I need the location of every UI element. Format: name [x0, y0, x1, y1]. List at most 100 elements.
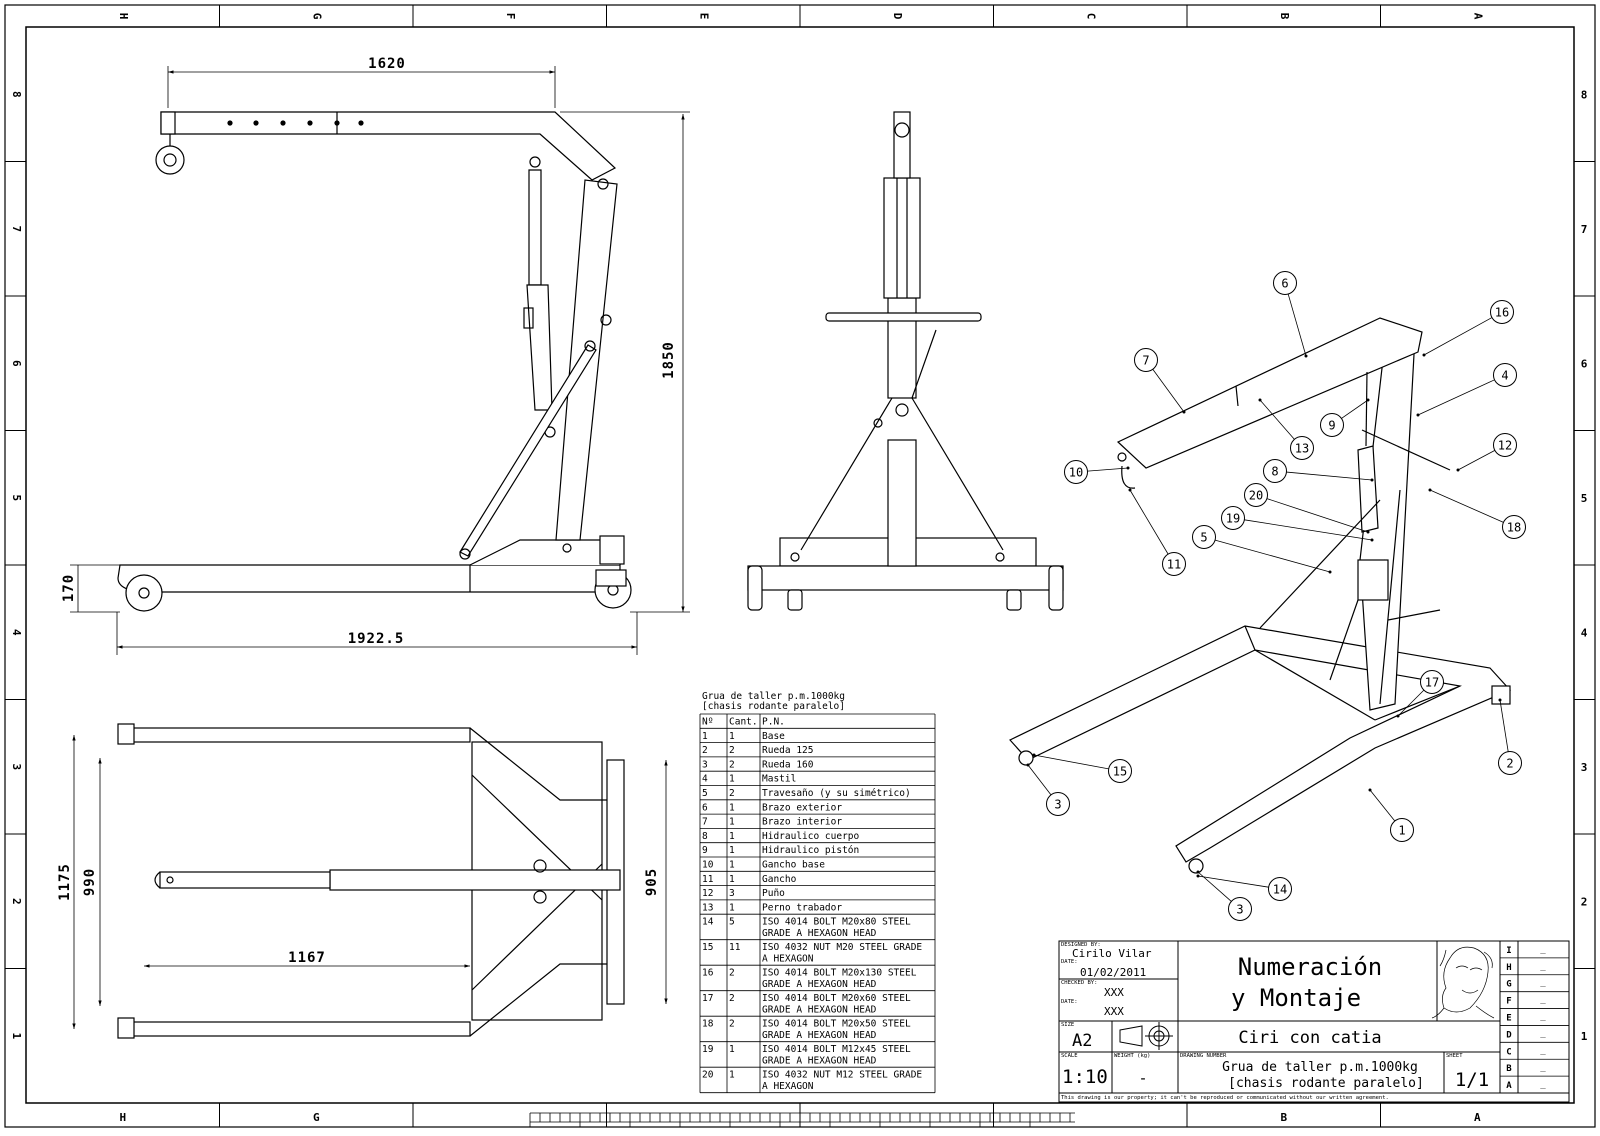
front-view: [747, 111, 1064, 611]
balloon: [1290, 436, 1314, 460]
scale-value: 1:10: [1062, 1066, 1108, 1088]
grid-col-top: E: [697, 13, 710, 20]
grid-row-right: 3: [1581, 761, 1588, 774]
grid-row-left: 4: [10, 629, 23, 636]
bom-cell-part: Rueda 160: [762, 759, 814, 770]
bom-cell-part: GRADE A HEXAGON HEAD: [762, 1056, 877, 1067]
designed-by-value: Cirilo Vilar: [1072, 947, 1152, 960]
revision-letter: A: [1506, 1081, 1512, 1091]
grid-row-right: 7: [1581, 223, 1588, 236]
projection-symbol-icon: [1119, 1022, 1173, 1050]
revision-letter: C: [1506, 1047, 1511, 1057]
bom-cell-part: Puño: [762, 888, 785, 899]
revision-letter: E: [1506, 1014, 1511, 1024]
grid-row-right: 6: [1581, 357, 1588, 370]
bom-cell-qty: 2: [729, 745, 735, 756]
checked-by-label: CHECKED BY:: [1061, 980, 1097, 986]
bom-cell-part: GRADE A HEXAGON HEAD: [762, 979, 877, 990]
balloon: [1228, 897, 1252, 921]
bom-cell-part: Base: [762, 731, 785, 742]
bom-cell-number: 17: [702, 993, 713, 1004]
dim-side-length: 1922.5: [348, 631, 405, 647]
bom-cell-qty: 1: [729, 774, 735, 785]
grid-col-bottom: A: [1474, 1111, 1481, 1124]
dim-top-inner-width: 990: [82, 868, 98, 896]
bom-cell-part: ISO 4014 BOLT M20x50 STEEL: [762, 1019, 911, 1030]
bom-cell-part: GRADE A HEXAGON HEAD: [762, 1030, 877, 1041]
drawing-title-line1: Numeración: [1238, 953, 1383, 981]
bom-cell-qty: 1: [729, 845, 735, 856]
balloon-label: 11: [1167, 558, 1181, 572]
dim-side-height: 1850: [661, 341, 677, 379]
bom-cell-part: GRADE A HEXAGON HEAD: [762, 1005, 877, 1016]
bom-cell-number: 12: [702, 888, 713, 899]
balloon: [1420, 670, 1444, 694]
weight-label: WEIGHT (kg): [1114, 1053, 1150, 1059]
balloon: [1498, 751, 1522, 775]
title-block: I_H_G_F_E_D_C_B_A_ DESIGNED BY: Cirilo V…: [1058, 940, 1570, 1103]
bom-cell-part: GRADE A HEXAGON HEAD: [762, 928, 877, 939]
balloon-label: 6: [1281, 277, 1288, 291]
sheet-value: 1/1: [1455, 1069, 1489, 1091]
grid-col-top: A: [1471, 13, 1484, 20]
bom-cell-part: ISO 4014 BOLT M20x80 STEEL: [762, 917, 911, 928]
grid-row-left: 6: [10, 360, 23, 367]
bom-cell-part: Gancho: [762, 874, 797, 885]
grid-col-top: B: [1278, 13, 1291, 20]
revision-value: _: [1540, 1046, 1546, 1056]
balloon-label: 1: [1398, 824, 1405, 838]
bom-cell-part: Hidraulico pistón: [762, 845, 859, 856]
grid-col-top: H: [117, 13, 130, 20]
disclaimer-text: This drawing is our property; it can't b…: [1061, 1095, 1389, 1101]
grid-row-left: 8: [10, 91, 23, 98]
revision-letter: D: [1506, 1030, 1512, 1040]
grid-row-left: 5: [10, 494, 23, 501]
bom-cell-qty: 1: [729, 831, 735, 842]
bom-cell-part: A HEXAGON: [762, 1081, 814, 1092]
bom-cell-number: 8: [702, 831, 708, 842]
balloon: [1221, 506, 1245, 530]
bom-cell-part: Travesaño (y su simétrico): [762, 788, 911, 799]
bom-cell-qty: 1: [729, 860, 735, 871]
bom-cell-qty: 3: [729, 888, 735, 899]
bom-cell-number: 2: [702, 745, 708, 756]
balloon-label: 2: [1506, 757, 1513, 771]
grid-col-bottom: G: [313, 1111, 320, 1124]
balloon: [1134, 348, 1158, 372]
balloon-label: 3: [1236, 903, 1243, 917]
grid-col-bottom: H: [119, 1111, 126, 1124]
revision-value: _: [1540, 1012, 1546, 1022]
size-label: SIZE: [1061, 1022, 1074, 1028]
balloon-label: 3: [1054, 798, 1061, 812]
balloon-label: 12: [1498, 439, 1512, 453]
checked-date-label: DATE:: [1061, 999, 1078, 1005]
bom-cell-qty: 1: [729, 802, 735, 813]
bottom-ruler: [529, 1112, 1075, 1127]
revision-letter: B: [1506, 1064, 1512, 1074]
bom-cell-number: 15: [702, 942, 713, 953]
bom-cell-number: 4: [702, 774, 708, 785]
bom-cell-part: ISO 4014 BOLT M20x130 STEEL: [762, 968, 917, 979]
checked-by-value: XXX: [1104, 986, 1124, 999]
drawing-number-label: DRAWING NUMBER: [1180, 1053, 1227, 1059]
bom-cell-qty: 1: [729, 1070, 735, 1081]
bom-table: Grua de taller p.m.1000kg [chasis rodant…: [699, 691, 936, 1094]
grid-row-right: 2: [1581, 895, 1588, 908]
balloon: [1162, 552, 1186, 576]
bom-cell-qty: 2: [729, 993, 735, 1004]
bom-cell-part: Brazo interior: [762, 817, 842, 828]
balloon: [1046, 792, 1070, 816]
balloon-label: 10: [1069, 466, 1083, 480]
bom-cell-part: Rueda 125: [762, 745, 813, 756]
side-view: [117, 111, 632, 612]
bom-cell-number: 19: [702, 1044, 714, 1055]
bom-cell-part: Mastil: [762, 774, 796, 785]
revision-value: _: [1540, 944, 1546, 954]
revision-letter: G: [1506, 980, 1511, 990]
date-value: 01/02/2011: [1080, 966, 1146, 979]
bom-cell-number: 20: [702, 1070, 714, 1081]
grid-col-top: F: [504, 13, 517, 20]
bom-cell-number: 7: [702, 817, 708, 828]
bom-cell-qty: 5: [729, 917, 735, 928]
